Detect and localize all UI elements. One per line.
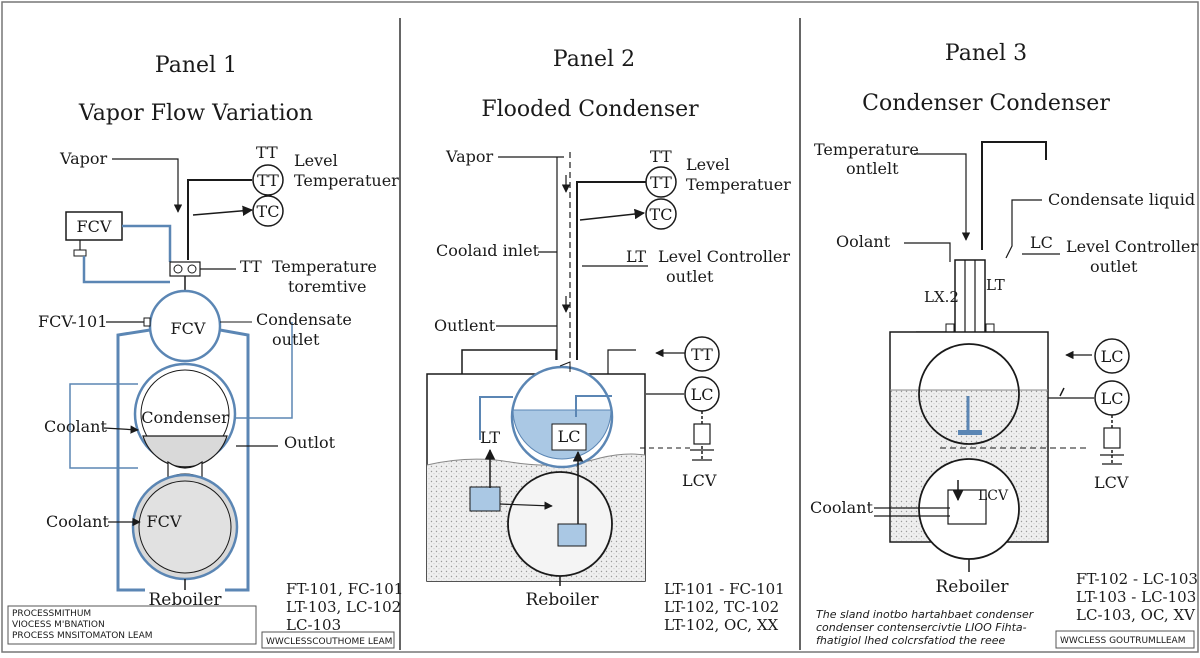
p3-stamp-box [1055, 630, 1195, 649]
tc-arrow [192, 205, 254, 217]
p2-lcv-label: LCV [682, 471, 717, 490]
temperature-label: Temperature [272, 257, 377, 276]
instrument-line [187, 179, 252, 260]
p2-tc-label: TC [650, 205, 673, 224]
right-loop-pipe [219, 328, 250, 592]
outlet-label: outlet [272, 330, 320, 349]
level-controller-label: Level Controller [658, 247, 790, 266]
p1-stamp-box [261, 631, 395, 649]
panel-1-title: Panel 1 [155, 53, 237, 78]
reboiler-label: Reboiler [148, 590, 222, 610]
p2-level-label: Level [686, 155, 730, 174]
fcv-top-label: FCV [171, 319, 206, 338]
tt-bubble [252, 164, 284, 196]
p2-tt-label-1: TT [650, 147, 672, 166]
p3-coolant-label: Coolant [810, 498, 873, 517]
panel-2: Panel 2 Flooded Condenser Vapor TT TT TC… [426, 47, 791, 634]
ontlelt-label: ontlelt [846, 159, 899, 178]
p2-lc-right-label: LC [691, 385, 714, 404]
fcv-signal-line [122, 224, 172, 262]
fcv-bottom-label: FCV [147, 512, 182, 531]
panel-3-title: Panel 3 [945, 41, 1027, 66]
p1-footnote-1: PROCESSMITHUM [12, 609, 91, 619]
p1-footnote-3: PROCESS MNSITOMATON LEAM [12, 631, 153, 641]
p1-tag-2: LT-103, LC-102 [286, 598, 401, 616]
coolant-label-1: Coolant [44, 417, 107, 436]
p3-lc-top-label: LC [1030, 233, 1053, 252]
tt-label-1: TT [256, 143, 278, 162]
tc-label: TC [257, 202, 280, 221]
p2-outlet-label: outlet [666, 267, 714, 286]
fcv-box-label: FCV [77, 217, 112, 236]
p3-level-controller-label: Level Controller [1066, 237, 1198, 256]
lc-box [551, 423, 587, 451]
p1-footnote-box [7, 605, 257, 645]
p3-lcv-valve [1103, 427, 1121, 449]
p2-lt-left-label: LT [480, 428, 500, 447]
panel-3-subtitle: Condenser Condenser [862, 91, 1110, 116]
left-loop-pipe [116, 328, 151, 592]
oolant-label: Oolant [836, 232, 891, 251]
toremtive-label: toremtive [288, 277, 366, 296]
p3-temperature-label: Temperature [814, 140, 919, 159]
tt-label-2: TT [257, 171, 279, 190]
p3-lcv-inner-label: LCV [978, 488, 1009, 504]
condensate-label: Condensate [256, 310, 352, 329]
coolant-inlet-label: Coolaıd inlet [436, 241, 540, 260]
p2-tag-2: LT-102, TC-102 [664, 598, 779, 616]
p1-stamp: WWCLESSCOUTHOME LEAM [266, 637, 392, 647]
panel-1: Panel 1 Vapor Flow Variation Vapor TT TT… [7, 53, 403, 649]
lx2-label: LX.2 [924, 288, 959, 306]
p2-tag-1: LT-101 - FC-101 [664, 580, 785, 598]
p1-tag-3: LC-103 [286, 616, 341, 634]
p2-lt-right-label: LT [626, 247, 646, 266]
level-label: Level [294, 151, 338, 170]
p2-reboiler-label: Reboiler [525, 590, 599, 610]
p1-footnote-2: VIOCESS M'BNATION [12, 620, 105, 630]
lc-box-label: LC [558, 427, 581, 446]
p2-tag-3: LT-102, OC, XX [664, 616, 778, 634]
temperatuer-label: Temperatuer [294, 171, 399, 190]
p3-footnote-3: fhatigiol lhed colcrsfatiod the reee [816, 634, 1005, 647]
p3-stamp: WWCLESS GOUTRUMLLEAM [1060, 636, 1185, 646]
lcv-valve [693, 423, 711, 445]
p2-tt-label-2: TT [650, 173, 672, 192]
p2-vapor-label: Vapor [445, 147, 494, 166]
coolant-loop-line [69, 383, 138, 469]
tc-bubble [252, 195, 284, 227]
p3-outlet-label: outlet [1090, 257, 1138, 276]
panel-2-subtitle: Flooded Condenser [481, 97, 699, 122]
p1-tag-1: FT-101, FC-101 [286, 580, 403, 598]
tt-valve-label: TT [240, 257, 262, 276]
condenser-label: Condenser [141, 408, 229, 427]
p2-temperatuer-label: Temperatuer [686, 175, 791, 194]
fcv-return-line [82, 256, 170, 284]
vapor-label: Vapor [59, 149, 108, 168]
outlent-label: Outlent [434, 316, 496, 335]
p3-condenser-vessel [918, 343, 1020, 445]
p3-lt-label: LT [986, 276, 1005, 294]
p2-tt-right-label: TT [691, 345, 713, 364]
coolant-label-2: Coolant [46, 512, 109, 531]
p3-lc-2-label: LC [1101, 389, 1124, 408]
p3-lc-1-label: LC [1101, 347, 1124, 366]
panel-2-title: Panel 2 [553, 47, 635, 72]
outlot-label: Outlot [284, 433, 336, 452]
p3-reboiler-label: Reboiler [935, 577, 1009, 597]
p3-tag-3: LC-103, OC, XV [1076, 606, 1196, 624]
p3-footnote-1: The sland inotbo hartahbaet condenser [816, 608, 1035, 621]
fcv101-label: FCV-101 [38, 312, 107, 331]
p3-tag-1: FT-102 - LC-103 [1076, 570, 1198, 588]
vapor-feed-line [112, 158, 183, 213]
panel-1-subtitle: Vapor Flow Variation [78, 101, 313, 126]
panel-3: Panel 3 Condenser Condenser Temperature … [810, 41, 1198, 649]
condensate-liquid-label: Condensate liquid [1048, 190, 1195, 209]
p3-tag-2: LT-103 - LC-103 [1076, 588, 1196, 606]
p3-footnote-2: condenser contensercivtie LIOO Fihta- [816, 621, 1027, 634]
condensate-outlet-line [232, 322, 293, 419]
p3-lcv-label: LCV [1094, 473, 1129, 492]
